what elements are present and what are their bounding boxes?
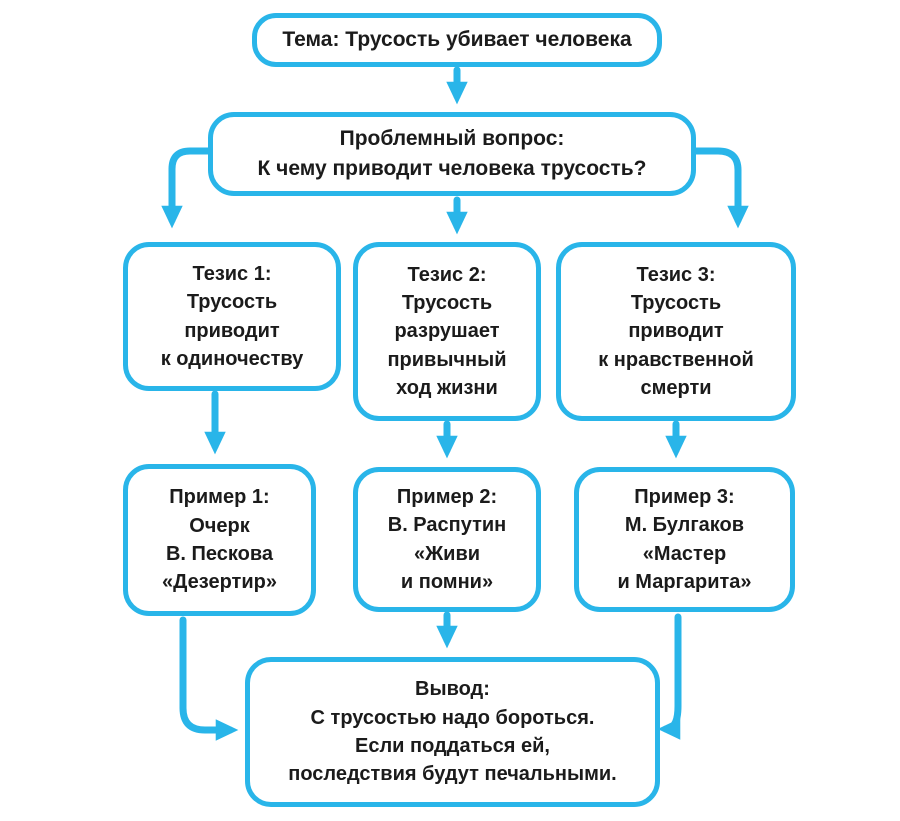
- node-example-3: Пример 3: М. Булгаков «Мастер и Маргарит…: [574, 467, 795, 612]
- node-example-2: Пример 2: В. Распутин «Живи и помни»: [353, 467, 541, 612]
- arrow-question-to-thesis-1: [161, 147, 214, 229]
- node-conclusion: Вывод: С трусостью надо бороться. Если п…: [245, 657, 660, 807]
- node-problem-question: Проблемный вопрос: К чему приводит челов…: [208, 112, 696, 196]
- node-thesis-3: Тезис 3: Трусость приводит к нравственно…: [556, 242, 796, 421]
- node-topic: Тема: Трусость убивает человека: [252, 13, 662, 67]
- arrow-example-3-to-conclusion: [657, 613, 682, 740]
- arrow-question-to-thesis-3: [690, 147, 749, 229]
- node-example-1: Пример 1: Очерк В. Пескова «Дезертир»: [123, 464, 316, 616]
- node-thesis-2: Тезис 2: Трусость разрушает привычный хо…: [353, 242, 541, 421]
- node-thesis-1: Тезис 1: Трусость приводит к одиночеству: [123, 242, 341, 391]
- arrow-example-1-to-conclusion: [179, 616, 239, 741]
